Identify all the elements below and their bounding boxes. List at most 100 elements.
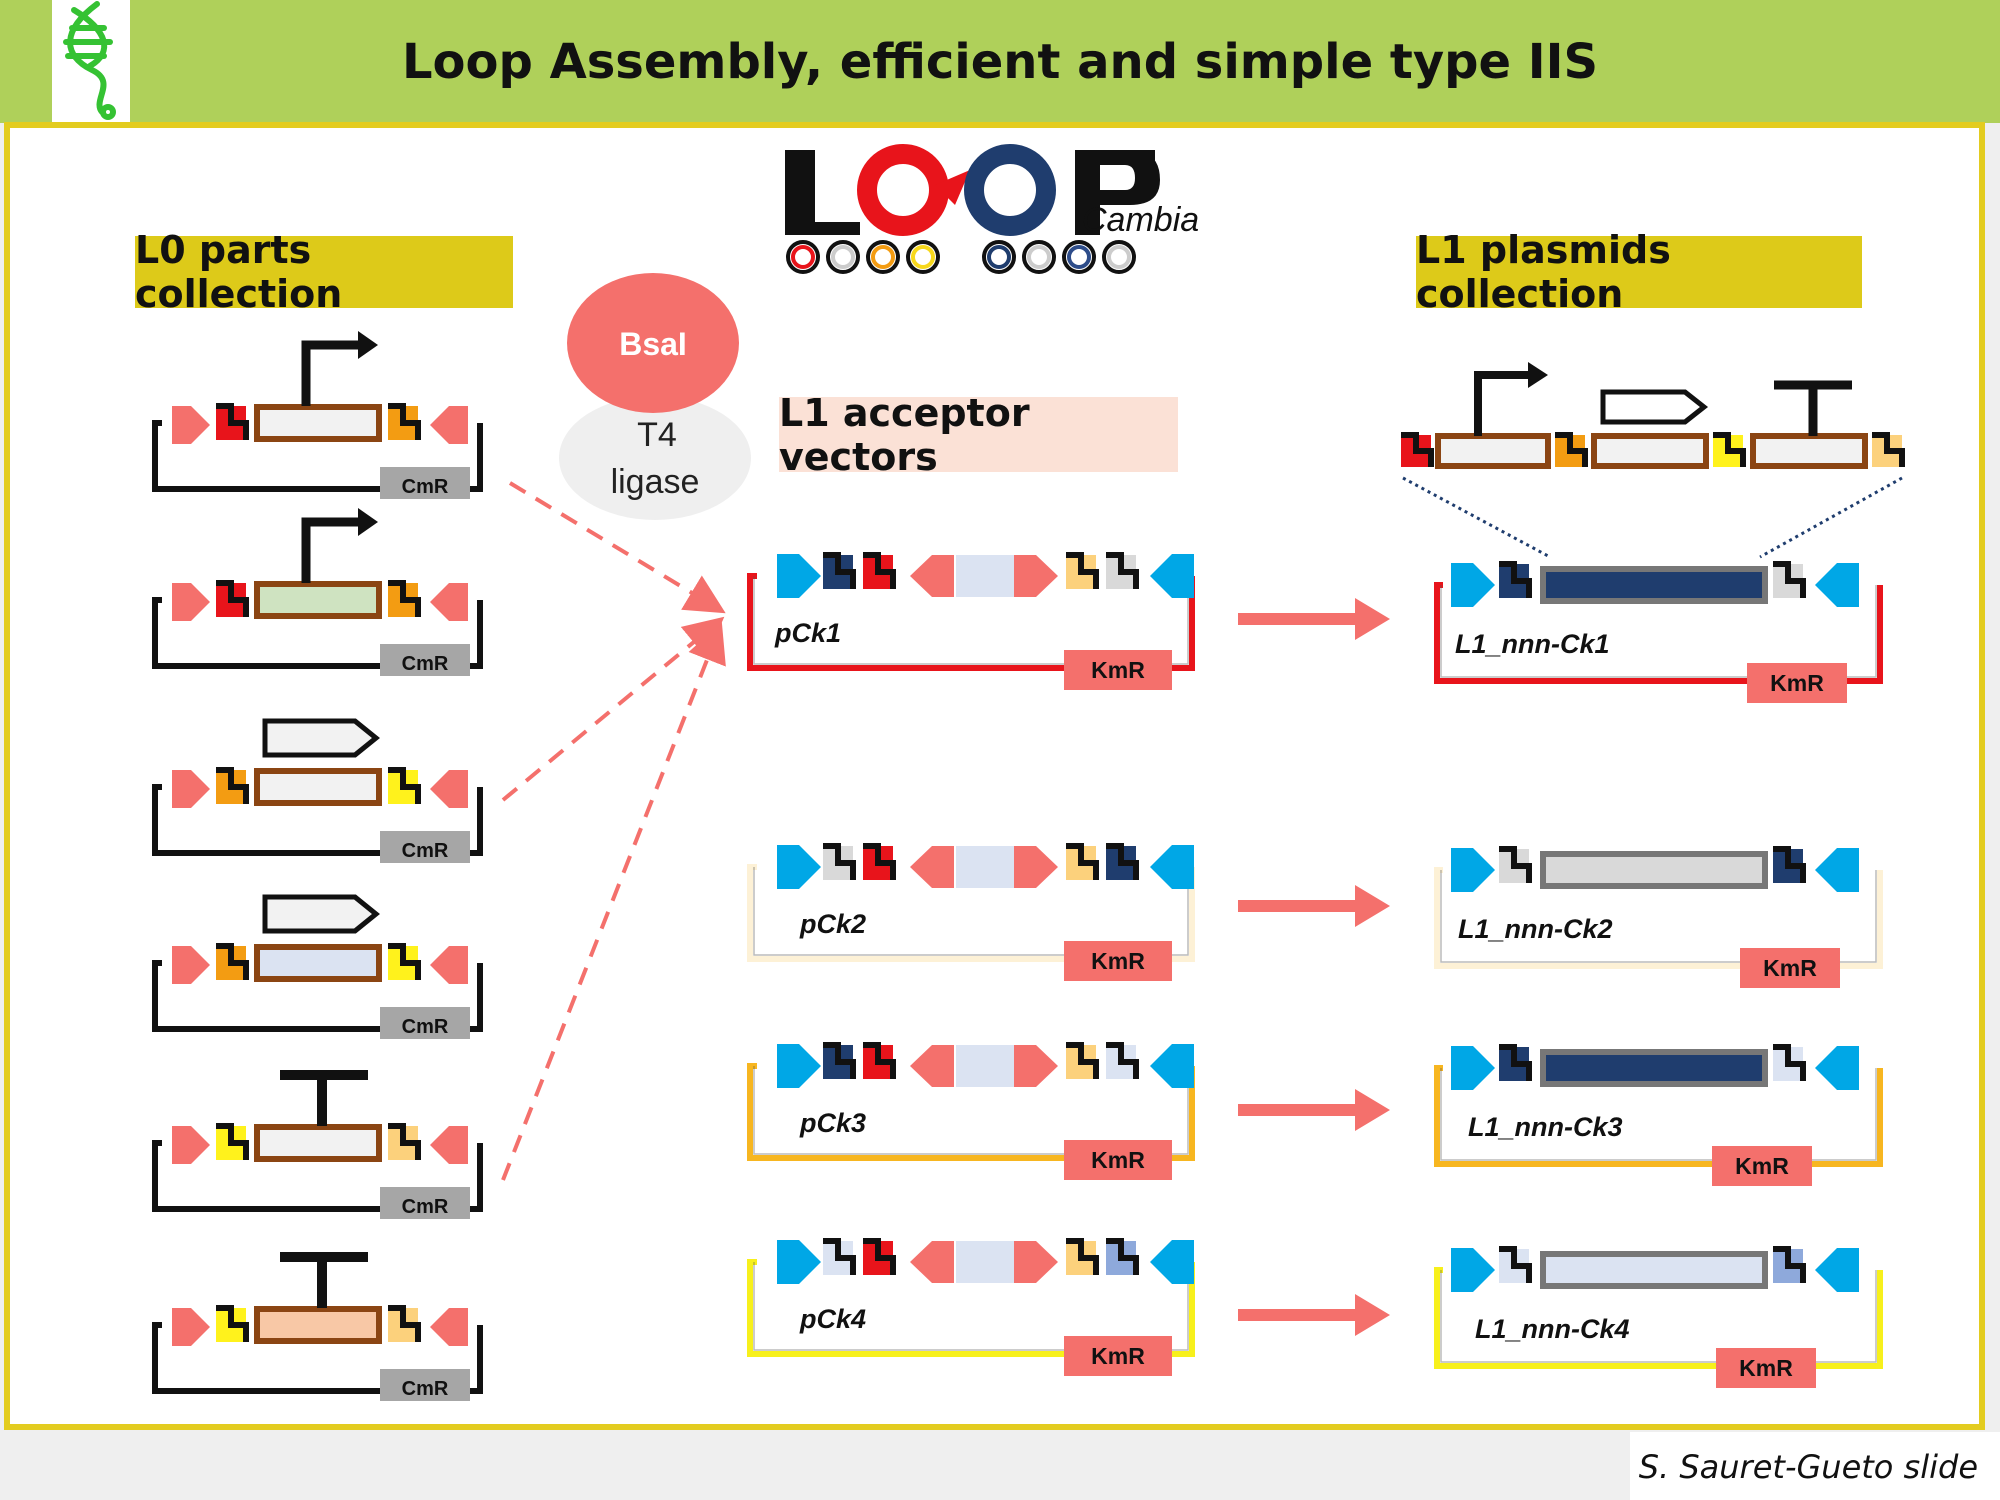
promoter-arrow-icon [301, 517, 360, 583]
l1-insert-box [1540, 566, 1768, 604]
bsai-site-icon [910, 1045, 954, 1087]
overhang-line [216, 1123, 249, 1160]
l1-backbone [1434, 1065, 1883, 1167]
cmr-marker-box [380, 1369, 470, 1401]
l0-part-box [254, 1306, 382, 1344]
kmr-marker-box [1716, 1348, 1816, 1388]
acceptor-name: pCk3 [799, 1108, 866, 1138]
overhang-line [1106, 843, 1139, 880]
arrow-ck3 [1238, 1089, 1390, 1131]
l0-backbone [152, 784, 483, 856]
bsai-site-icon [1815, 1248, 1859, 1292]
acceptor-backbone [747, 1063, 1195, 1161]
acceptor-section-label: L1 acceptor vectors [779, 391, 1178, 479]
overhang-line [216, 943, 249, 980]
logo-letter-p [1075, 150, 1160, 235]
overhang-line [1066, 1238, 1099, 1275]
bsai-site-icon [172, 1308, 210, 1346]
overhang-line [1106, 552, 1139, 589]
overhang-line [216, 580, 249, 617]
terminator-icon [280, 1252, 368, 1308]
acceptor-name: pCk4 [799, 1304, 866, 1334]
overhang-line [216, 767, 249, 804]
bsai-site-icon [1014, 555, 1058, 597]
logo-cambia-text: Cambia [1082, 201, 1199, 239]
bsai-site-icon [1014, 1241, 1058, 1283]
l0-part-box [254, 1124, 382, 1162]
header-bar [0, 0, 2000, 123]
lacz-site-icon [777, 1044, 821, 1088]
credit-text: S. Sauret-Gueto slide [1638, 1448, 1978, 1486]
bsai-site-icon [1451, 563, 1495, 607]
cmr-marker-label: CmR [402, 1016, 449, 1038]
overhang-line [823, 1042, 856, 1079]
lacz-site-icon [1150, 1240, 1194, 1284]
insert-cds-box [1591, 433, 1709, 469]
l1-insert-box [1540, 851, 1768, 889]
lacz-cassette [956, 555, 1014, 597]
overhang-line [1106, 1238, 1139, 1275]
insert-promoter-box [1435, 433, 1551, 469]
l1-backbone-shadow [1440, 870, 1877, 963]
overhang-line [863, 552, 896, 589]
kmr-marker-box [1064, 941, 1172, 981]
bsai-site-icon [910, 1241, 954, 1283]
l0-part-3: CmR [152, 718, 483, 863]
dashed-arrow-cds [501, 616, 725, 802]
dashed-arrow-promoter [508, 481, 726, 614]
l0-part-1: CmR [152, 331, 483, 499]
promoter-arrow-icon [1474, 371, 1530, 436]
assembly-arrows [1238, 598, 1390, 1336]
acceptor-name: pCk1 [774, 618, 841, 648]
lacz-cassette [956, 846, 1014, 888]
kmr-marker-box [1064, 1336, 1172, 1376]
acceptor-backbone [747, 1259, 1195, 1357]
overhang-line [1499, 846, 1532, 883]
lacz-site-icon [1150, 554, 1194, 598]
acceptor-backbone-shadow [753, 576, 1189, 665]
cmr-marker-box [380, 1187, 470, 1219]
l0-backbone [152, 1322, 483, 1394]
ligase-label: ligase [611, 463, 700, 501]
l0-part-box [254, 581, 382, 619]
cmr-marker-label: CmR [402, 1196, 449, 1218]
l1-insert-box [1540, 1049, 1768, 1087]
logo-letter-o-blue [964, 144, 1056, 236]
lacz-site-icon [1150, 845, 1194, 889]
overhang-line [1066, 1042, 1099, 1079]
l1-backbone-shadow [1440, 1270, 1877, 1363]
bsai-site-icon [1451, 1248, 1495, 1292]
overhang-line [388, 403, 421, 440]
l1-plasmid-name: L1_nnn-Ck1 [1455, 629, 1610, 659]
kmr-marker-box [1712, 1146, 1812, 1186]
l1-backbone-shadow [1440, 1068, 1877, 1161]
acceptor-vector-4: KmR pCk4 [747, 1238, 1195, 1376]
overhang-line [1066, 843, 1099, 880]
l0-part-box [254, 944, 382, 982]
overhang-line [823, 1238, 856, 1275]
l0-backbone [152, 960, 483, 1032]
credit-box: S. Sauret-Gueto slide [1630, 1432, 2000, 1500]
promoter-arrowhead [358, 508, 378, 536]
bsai-label: BsaI [619, 326, 687, 362]
overhang-line [216, 1305, 249, 1342]
l0-backbone [152, 1140, 483, 1212]
kmr-marker-label: KmR [1091, 1343, 1145, 1369]
l0-part-box [254, 404, 382, 442]
arrow-ck2 [1238, 885, 1390, 927]
l1-backbone [1434, 582, 1883, 684]
kmr-marker-label: KmR [1091, 948, 1145, 974]
bsai-site-icon [1014, 846, 1058, 888]
cmr-marker-label: CmR [402, 840, 449, 862]
t4-label: T4 [637, 416, 677, 454]
cmr-marker-box [380, 831, 470, 863]
lacz-site-icon [777, 1240, 821, 1284]
acceptor-backbone-shadow [753, 1262, 1189, 1351]
bsai-site-icon [172, 583, 210, 621]
overhang-line [1066, 552, 1099, 589]
bsai-site-icon [910, 555, 954, 597]
